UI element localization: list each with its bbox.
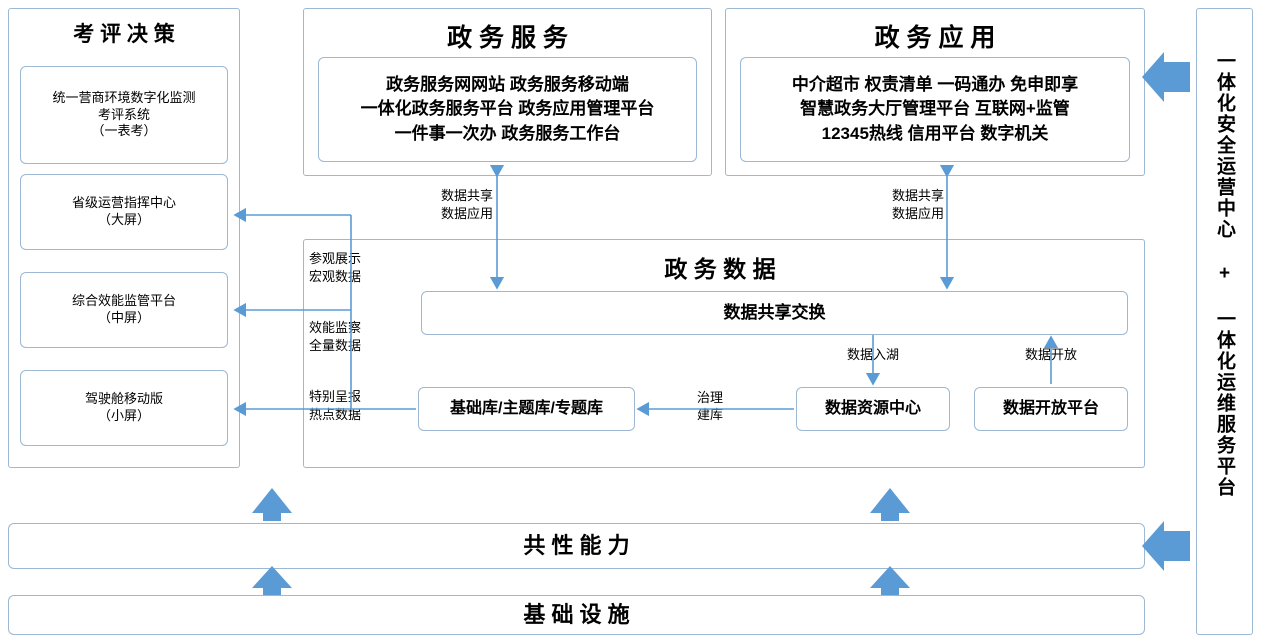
govern-build-label-line1: 治理: [696, 390, 723, 405]
service-line-3: 一件事一次办 政务服务工作台: [394, 123, 621, 143]
service-line-1: 政务服务网网站 政务服务移动端: [386, 74, 629, 94]
unified-box-line-1: 统一营商环境数字化监测: [52, 89, 196, 105]
arrow-right-bottom: [1142, 521, 1190, 571]
library-label: 基础库/主题库/专题库: [450, 400, 603, 418]
share-apply-left-line2: 数据应用: [440, 206, 493, 221]
government-service-title: 政 务 服 务: [447, 24, 568, 52]
visit-macro-line1: 参观展示: [309, 251, 362, 266]
service-line-2: 一体化政务服务平台 政务应用管理平台: [360, 99, 655, 119]
provincial-command-center-box[interactable]: 省级运营指挥中心 （大屏）: [20, 174, 228, 250]
cockpit-mobile-box[interactable]: 驾驶舱移动版 （小屏）: [20, 370, 228, 446]
efficiency-full-line1: 效能监察: [309, 320, 362, 335]
government-application-items-box[interactable]: 中介超市 权责清单 一码通办 免申即享 智慧政务大厅管理平台 互联网+监管 12…: [740, 57, 1130, 162]
arrow-right-top: [1142, 52, 1190, 102]
arrow-up-right-upper: [870, 488, 910, 521]
provincial-box-line-2: （大屏）: [97, 212, 150, 227]
into-lake-label: 数据入湖: [846, 347, 899, 362]
efficiency-box-line-1: 综合效能监管平台: [71, 293, 176, 309]
govern-build-label-line2: 建库: [696, 407, 723, 422]
unified-business-env-monitoring-box[interactable]: 统一营商环境数字化监测 考评系统 （一表考）: [20, 66, 228, 164]
data-share-exchange-label: 数据共享交换: [723, 302, 826, 322]
base-theme-topic-library-box[interactable]: 基础库/主题库/专题库: [418, 387, 635, 431]
provincial-box-line-1: 省级运营指挥中心: [71, 195, 176, 211]
government-data-title: 政 务 数 据: [664, 256, 776, 282]
visit-macro-line2: 宏观数据: [309, 269, 362, 284]
share-apply-right-line1: 数据共享: [891, 188, 944, 203]
arrow-up-left-upper: [252, 488, 292, 521]
special-hot-line1: 特别呈报: [309, 389, 362, 404]
share-apply-right-line2: 数据应用: [891, 206, 944, 221]
app-line-1: 中介超市 权责清单 一码通办 免申即享: [791, 74, 1079, 94]
app-line-2: 智慧政务大厅管理平台 互联网+监管: [800, 99, 1070, 119]
infrastructure-label: 基 础 设 施: [523, 602, 630, 628]
security-ops-platform-label: 一体化安全运营中心 + 一体化运维服务平台: [1214, 51, 1235, 498]
arrow-up-left-lower: [252, 566, 292, 595]
government-service-items-box[interactable]: 政务服务网网站 政务服务移动端 一体化政务服务平台 政务应用管理平台 一件事一次…: [318, 57, 697, 162]
infrastructure-bar[interactable]: 基 础 设 施: [8, 595, 1145, 635]
unified-box-line-3: （一表考）: [91, 123, 157, 139]
common-capability-bar[interactable]: 共 性 能 力: [8, 523, 1145, 569]
data-resource-center-box[interactable]: 数据资源中心: [796, 387, 950, 431]
security-ops-platform-panel[interactable]: 一体化安全运营中心 + 一体化运维服务平台: [1196, 8, 1253, 635]
data-resource-center-label: 数据资源中心: [824, 400, 921, 418]
efficiency-box-line-2: （中屏）: [97, 310, 150, 325]
comprehensive-efficiency-platform-box[interactable]: 综合效能监管平台 （中屏）: [20, 272, 228, 348]
unified-box-line-2: 考评系统: [97, 106, 150, 122]
evaluation-decision-title: 考 评 决 策: [73, 23, 175, 46]
government-application-title: 政 务 应 用: [874, 24, 996, 52]
common-capability-label: 共 性 能 力: [523, 533, 630, 559]
app-line-3: 12345热线 信用平台 数字机关: [821, 123, 1049, 143]
cockpit-box-line-2: （小屏）: [97, 408, 150, 423]
open-data-label: 数据开放: [1024, 347, 1077, 362]
efficiency-full-line2: 全量数据: [309, 338, 362, 353]
data-share-exchange-box[interactable]: 数据共享交换: [421, 291, 1128, 335]
cockpit-box-line-1: 驾驶舱移动版: [84, 391, 163, 407]
data-open-platform-box[interactable]: 数据开放平台: [974, 387, 1128, 431]
data-open-platform-label: 数据开放平台: [1002, 400, 1099, 418]
share-apply-left-line1: 数据共享: [440, 188, 493, 203]
special-hot-line2: 热点数据: [309, 407, 362, 422]
arrow-up-right-lower: [870, 566, 910, 595]
